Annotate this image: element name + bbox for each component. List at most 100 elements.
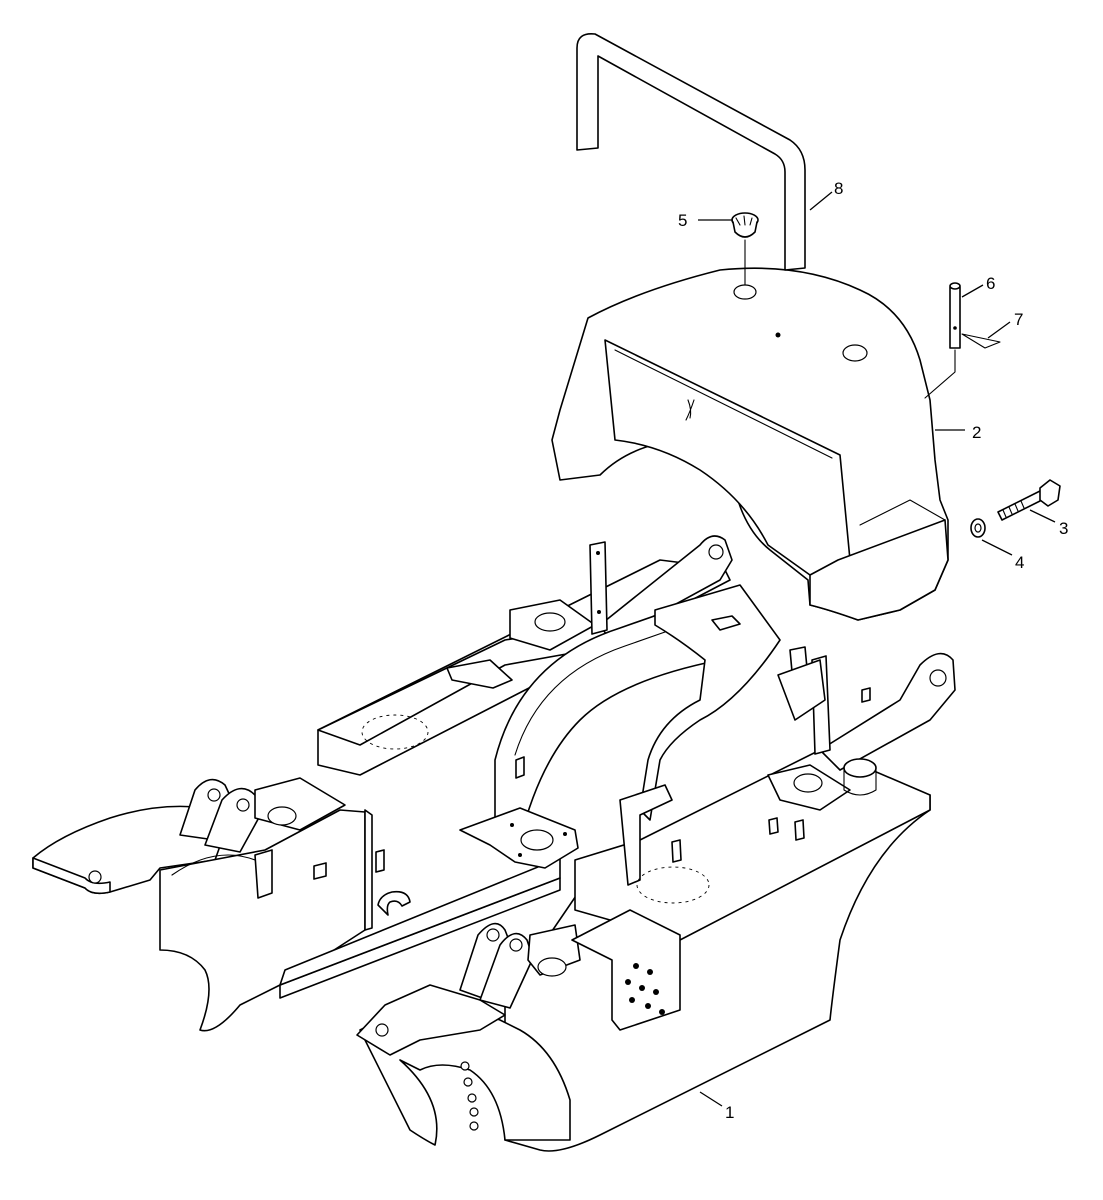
front-hatch	[636, 866, 710, 904]
hood-right-lower-box	[809, 519, 949, 621]
rear-lug-hole	[708, 544, 724, 560]
central-bulkhead	[494, 599, 721, 846]
rear-post-hole-1	[596, 551, 600, 555]
filler-cap	[731, 212, 759, 286]
control-box	[571, 909, 681, 1031]
inner-slot-tab	[375, 849, 385, 873]
arch-hole-1	[460, 1061, 470, 1071]
arch-hole-4	[469, 1107, 479, 1117]
cap-ribs	[735, 215, 753, 226]
stud-b	[794, 819, 805, 841]
front-outrigger-hole	[375, 1023, 389, 1037]
leader-6	[961, 284, 984, 298]
right-cylinder-top	[843, 758, 877, 778]
arch-hole-3	[467, 1093, 477, 1103]
hood-front-inner	[614, 349, 833, 459]
hood-cover	[551, 267, 949, 621]
frame-left-outrigger-edge	[32, 857, 111, 895]
right-cylinder-body	[843, 767, 877, 796]
callout-6: 6	[986, 274, 995, 293]
arch-hole-5	[469, 1121, 479, 1131]
control-bolt-2	[647, 969, 653, 975]
pin-to-hood-leader	[924, 349, 956, 399]
left-lug-ear-b-hole	[236, 798, 250, 812]
control-bolt-3	[625, 979, 631, 985]
left-lug-ear-a-hole	[207, 788, 221, 802]
center-plate-bolt-3	[518, 853, 522, 857]
pin-head	[949, 282, 961, 290]
hood-y-mark	[685, 399, 695, 421]
pin-hole	[953, 326, 957, 330]
front-lug-ear-b-hole	[509, 938, 523, 952]
washer-inner	[974, 523, 982, 533]
control-bolt-4	[639, 985, 645, 991]
leader-7	[987, 321, 1011, 339]
right-wedge-bracket	[777, 659, 826, 721]
center-mount-bore	[520, 829, 554, 851]
callout-3: 3	[1059, 519, 1068, 538]
center-plate-bolt-1	[510, 823, 514, 827]
callout-4: 4	[1015, 553, 1024, 572]
callout-8: 8	[834, 179, 843, 198]
hood-right-recess	[859, 499, 946, 526]
rear-post-hole-2	[597, 610, 601, 614]
handle-bar	[576, 32, 806, 271]
control-bolt-5	[653, 989, 659, 995]
leader-3	[1029, 509, 1056, 523]
center-plate-bolt-2	[563, 832, 567, 836]
main-frame	[32, 535, 956, 1152]
frame-floor	[279, 857, 561, 986]
pin-clip	[961, 333, 1001, 349]
front-lug-ear-a-hole	[486, 928, 500, 942]
central-bulkhead-inner	[514, 617, 706, 756]
front-mount-bore	[537, 957, 567, 977]
hood-front-face	[604, 339, 851, 576]
control-bolt-7	[645, 1003, 651, 1009]
cap-body	[732, 221, 758, 238]
inner-small-cyl	[313, 862, 327, 880]
center-mount-plate	[459, 807, 579, 869]
right-bulkhead-boss	[711, 615, 741, 631]
hood-center-dot	[775, 332, 781, 338]
hood-boss	[842, 344, 868, 362]
control-bolt-8	[659, 1009, 665, 1015]
central-bulkhead-slot	[515, 756, 525, 779]
frame-rear-lug	[599, 535, 733, 641]
callout-5: 5	[678, 211, 687, 230]
left-mount-bore	[267, 806, 297, 826]
arch-hole-2	[463, 1077, 473, 1087]
control-bolt-6	[629, 997, 635, 1003]
leader-8	[809, 191, 833, 211]
leader-4	[981, 539, 1013, 556]
right-bulkhead-sheet	[639, 584, 781, 821]
rear-hatch	[361, 714, 429, 750]
hood-filler-hole	[733, 284, 757, 300]
inner-l-bracket	[619, 784, 673, 886]
stud-a	[768, 817, 779, 835]
callout-2: 2	[972, 423, 981, 442]
inner-hook-pipe	[377, 890, 411, 916]
rear-mount-bore	[534, 612, 566, 632]
callout-7: 7	[1014, 310, 1023, 329]
callout-leaders	[698, 191, 1056, 1107]
left-arch-curve	[171, 854, 256, 876]
bolt-thread	[1002, 500, 1025, 518]
bolt-head	[1039, 479, 1061, 507]
stud-c	[671, 839, 682, 863]
control-bolt-1	[633, 963, 639, 969]
frame-right-lug	[819, 652, 956, 771]
callout-labels: 1 2 3 4 5 6 7 8	[678, 179, 1068, 1122]
pin-body	[949, 286, 961, 349]
rear-post	[589, 541, 608, 635]
bolt-assembly	[970, 479, 1061, 538]
rear-small-bracket	[446, 659, 513, 689]
front-outrigger-plate	[356, 984, 506, 1056]
left-tab	[254, 849, 273, 899]
stud-d	[861, 687, 871, 703]
pin-assembly	[924, 282, 1001, 399]
left-outrigger-hole	[88, 870, 102, 884]
frame-left-end-arch	[159, 809, 366, 1032]
leader-1	[699, 1091, 723, 1107]
right-mount-bore	[793, 773, 823, 793]
